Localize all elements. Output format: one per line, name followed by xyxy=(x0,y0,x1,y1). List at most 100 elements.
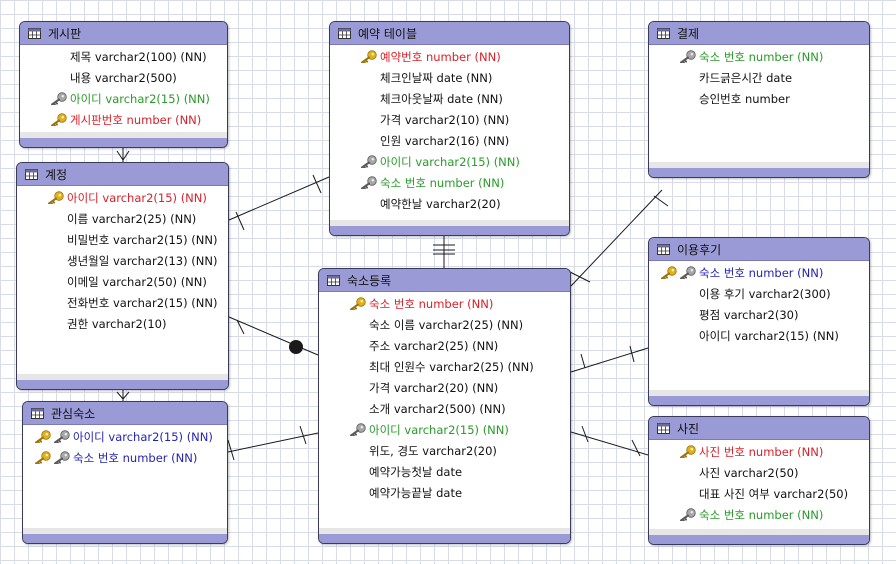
column-row[interactable]: 최대 인원수 varchar2(25) (NN) xyxy=(319,356,570,377)
column-row[interactable]: 사진 varchar2(50) xyxy=(649,462,869,483)
entity-header[interactable]: 결제 xyxy=(649,22,869,45)
entity-name: 이용후기 xyxy=(677,242,722,257)
column-row[interactable]: 숙소 이름 varchar2(25) (NN) xyxy=(319,314,570,335)
foreign-key-icon xyxy=(359,176,378,189)
rel-account-reservation-marker xyxy=(235,211,245,231)
column-row[interactable]: 인원 varchar2(16) (NN) xyxy=(330,130,569,151)
column-row[interactable]: 아이디 varchar2(15) (NN) xyxy=(319,419,570,440)
key-icons xyxy=(319,297,369,310)
column-row[interactable]: 승인번호 number xyxy=(649,88,869,109)
column-row[interactable]: 예약한날 varchar2(20) xyxy=(330,193,569,214)
column-row[interactable]: 소개 varchar2(500) (NN) xyxy=(319,398,570,419)
column-row[interactable]: 비밀번호 varchar2(15) (NN) xyxy=(17,229,228,250)
key-icons xyxy=(330,155,380,168)
column-row[interactable]: 권한 varchar2(10) xyxy=(17,313,228,334)
column-row[interactable]: 숙소 번호 number (NN) xyxy=(649,262,869,283)
column-row[interactable]: 생년월일 varchar2(13) (NN) xyxy=(17,250,228,271)
column-text: 예약가능끝날 date xyxy=(369,485,463,500)
table-icon xyxy=(657,28,670,39)
entity-header[interactable]: 예약 테이블 xyxy=(330,22,569,45)
column-row[interactable]: 이메일 varchar2(50) (NN) xyxy=(17,271,228,292)
column-text: 게시판번호 number (NN) xyxy=(70,112,202,127)
column-row[interactable]: 가격 varchar2(20) (NN) xyxy=(319,377,570,398)
entity-header[interactable]: 숙소등록 xyxy=(319,269,570,292)
column-row[interactable]: 가격 varchar2(10) (NN) xyxy=(330,109,569,130)
column-row[interactable]: 전화번호 varchar2(15) (NN) xyxy=(17,292,228,313)
key-icons xyxy=(649,445,699,458)
column-text: 최대 인원수 varchar2(25) (NN) xyxy=(369,359,534,374)
column-text: 평점 varchar2(30) xyxy=(699,307,799,322)
column-text: 비밀번호 varchar2(15) (NN) xyxy=(67,232,218,247)
table-icon xyxy=(28,28,41,39)
entity-header[interactable]: 계정 xyxy=(17,163,228,186)
rel-favorite-lodging xyxy=(227,432,319,453)
column-row[interactable]: 대표 사진 여부 varchar2(50) xyxy=(649,483,869,504)
entity-footer xyxy=(319,528,570,543)
column-row[interactable]: 숙소 번호 number (NN) xyxy=(23,447,227,468)
entity-header[interactable]: 사진 xyxy=(649,417,869,440)
column-row[interactable]: 아이디 varchar2(15) (NN) xyxy=(17,187,228,208)
column-row[interactable]: 체크인날짜 date (NN) xyxy=(330,67,569,88)
column-row[interactable]: 위도, 경도 varchar2(20) xyxy=(319,440,570,461)
foreign-key-icon xyxy=(52,430,71,443)
column-row[interactable]: 아이디 varchar2(15) (NN) xyxy=(20,88,227,109)
column-text: 위도, 경도 varchar2(20) xyxy=(369,443,497,458)
column-text: 내용 varchar2(500) xyxy=(70,70,177,85)
key-icons xyxy=(17,191,67,204)
column-text: 숙소 번호 number (NN) xyxy=(699,507,824,522)
entity-header[interactable]: 이용후기 xyxy=(649,238,869,261)
column-row[interactable]: 숙소 번호 number (NN) xyxy=(649,46,869,67)
entity-footer xyxy=(649,529,869,544)
column-row[interactable]: 사진 번호 number (NN) xyxy=(649,441,869,462)
column-row[interactable]: 주소 varchar2(25) (NN) xyxy=(319,335,570,356)
column-row[interactable]: 내용 varchar2(500) xyxy=(20,67,227,88)
rel-lodging-photo-marker xyxy=(631,439,641,457)
foreign-key-icon xyxy=(348,423,367,436)
table-icon xyxy=(657,244,670,255)
column-row[interactable]: 숙소 번호 number (NN) xyxy=(319,293,570,314)
column-text: 숙소 번호 number (NN) xyxy=(73,450,198,465)
column-row[interactable]: 제목 varchar2(100) (NN) xyxy=(20,46,227,67)
primary-key-icon xyxy=(678,445,697,458)
column-row[interactable]: 아이디 varchar2(15) (NN) xyxy=(649,325,869,346)
column-text: 숙소 번호 number (NN) xyxy=(380,175,505,190)
column-row[interactable]: 이름 varchar2(25) (NN) xyxy=(17,208,228,229)
column-row[interactable]: 평점 varchar2(30) xyxy=(649,304,869,325)
column-row[interactable]: 게시판번호 number (NN) xyxy=(20,109,227,130)
key-icons xyxy=(649,50,699,63)
column-text: 아이디 varchar2(15) (NN) xyxy=(67,190,207,205)
entity-footer xyxy=(330,220,569,235)
entity-footer xyxy=(20,132,227,147)
table-icon xyxy=(327,275,340,286)
rel-board-account-marker xyxy=(122,150,130,161)
column-row[interactable]: 예약가능첫날 date xyxy=(319,461,570,482)
column-row[interactable]: 아이디 varchar2(15) (NN) xyxy=(330,151,569,172)
column-row[interactable]: 예약번호 number (NN) xyxy=(330,46,569,67)
column-row[interactable]: 카드긁은시간 date xyxy=(649,67,869,88)
column-row[interactable]: 예약가능끝날 date xyxy=(319,482,570,503)
table-icon xyxy=(31,408,44,419)
column-row[interactable]: 아이디 varchar2(15) (NN) xyxy=(23,426,227,447)
column-row[interactable]: 숙소 번호 number (NN) xyxy=(330,172,569,193)
column-text: 예약한날 varchar2(20) xyxy=(380,196,501,211)
entity-header[interactable]: 관심숙소 xyxy=(23,402,227,425)
column-row[interactable]: 숙소 번호 number (NN) xyxy=(649,504,869,525)
column-row[interactable]: 체크아웃날짜 date (NN) xyxy=(330,88,569,109)
rel-lodging-review-marker xyxy=(580,353,586,369)
key-icons xyxy=(649,266,699,279)
table-icon xyxy=(657,423,670,434)
rel-account-lodging xyxy=(228,316,319,356)
column-text: 아이디 varchar2(15) (NN) xyxy=(70,91,210,106)
primary-key-icon xyxy=(348,297,367,310)
column-row[interactable]: 이용 후기 varchar2(300) xyxy=(649,283,869,304)
entity-header[interactable]: 게시판 xyxy=(20,22,227,45)
